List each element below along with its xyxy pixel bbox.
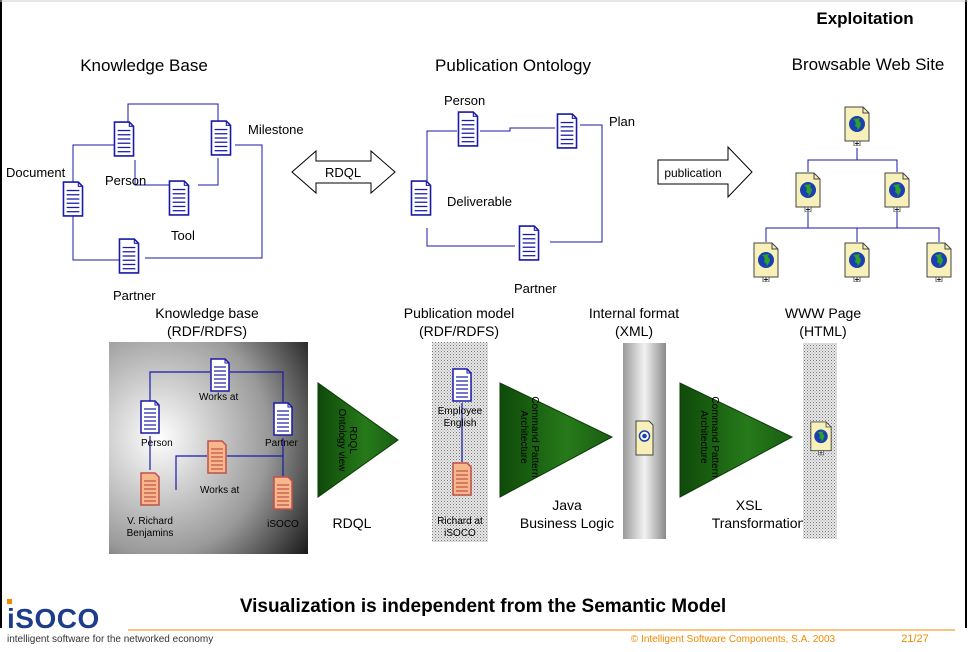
pub-model-employee-line1: Employee <box>438 406 483 417</box>
kb-node-document: Document <box>6 165 66 180</box>
website-page-icon <box>795 172 821 212</box>
kb-panel-person-doc-icon <box>140 400 160 434</box>
triangle3-text: Architecture Command Pattern <box>698 396 720 477</box>
website-page-icon <box>844 242 870 282</box>
triangle2-line1: Architecture <box>518 410 529 464</box>
kb-panel-title-line1: Knowledge base <box>155 305 259 321</box>
ontology-node-person: Person <box>444 93 485 108</box>
website-tree-edges <box>765 148 940 242</box>
slide-heading: Exploitation <box>816 9 913 28</box>
kb-node-milestone: Milestone <box>248 122 304 137</box>
triangle1-below-label: RDQL <box>333 515 372 531</box>
kb-title: Knowledge Base <box>80 56 208 75</box>
pub-model-employee-line2: English <box>444 418 477 429</box>
pub-model-title-line1: Publication model <box>404 305 515 321</box>
kb-panel-richard-instance-icon <box>140 472 160 506</box>
rdql-arrow-label: RDQL <box>325 165 361 180</box>
triangle2-line2: Command Pattern <box>529 396 540 477</box>
publication-arrow-label: publication <box>664 166 721 180</box>
pub-model-employee-doc-icon <box>452 368 472 402</box>
ontology-node-partner: Partner <box>514 281 557 296</box>
footer-page-number: 21/27 <box>901 633 929 645</box>
slide-caption: Visualization is independent from the Se… <box>240 596 726 617</box>
xml-document-icon <box>635 420 654 456</box>
ontology-graph-edges <box>426 124 603 247</box>
kb-panel-richard-label-line1: V. Richard <box>127 516 173 527</box>
triangle1-text: Ontology view RDQL <box>336 409 358 473</box>
publication-arrow <box>657 145 753 199</box>
kb-document-doc-icon <box>62 181 84 217</box>
kb-panel-works-at-label: Works at <box>199 392 238 403</box>
footer-tagline: intelligent software for the networked e… <box>7 634 213 645</box>
ontology-node-plan: Plan <box>609 114 635 129</box>
kb-node-person: Person <box>105 173 146 188</box>
website-title: Browsable Web Site <box>792 55 945 74</box>
kb-node-partner: Partner <box>113 288 156 303</box>
xsl-triangle <box>679 382 794 498</box>
ontology-title: Publication Ontology <box>435 56 591 75</box>
ontology-partner-doc-icon <box>518 225 540 261</box>
website-page-icon <box>926 242 952 282</box>
kb-node-tool: Tool <box>171 228 195 243</box>
ontology-plan-doc-icon <box>556 113 578 149</box>
pub-model-title-line2: (RDF/RDFS) <box>419 323 499 339</box>
pub-model-richard-line2: iSOCO <box>444 528 476 539</box>
kb-graph-edges <box>72 103 263 261</box>
internal-format-title-line1: Internal format <box>589 305 679 321</box>
website-page-icon <box>753 242 779 282</box>
kb-panel-richard-label-line2: Benjamins <box>127 528 174 539</box>
kb-panel-works-at-doc-icon <box>210 358 230 392</box>
www-page-title-line2: (HTML) <box>799 323 846 339</box>
kb-person-doc-icon <box>113 121 135 157</box>
pub-model-richard-line1: Richard at <box>437 516 483 527</box>
kb-partner-doc-icon <box>118 238 140 274</box>
ontology-person-doc-icon <box>457 111 479 147</box>
triangle2-below-line1: Java <box>552 497 582 513</box>
triangle3-below-line1: XSL <box>736 497 763 513</box>
isoco-logo: iSOCO <box>7 603 100 634</box>
rdql-double-arrow <box>291 149 396 195</box>
internal-format-title-line2: (XML) <box>615 323 653 339</box>
www-page-doc-icon <box>810 421 832 456</box>
footer-copyright: © Intelligent Software Components, S.A. … <box>631 634 836 645</box>
pub-model-richard-doc-icon <box>452 462 472 496</box>
website-root-page-icon <box>844 106 870 146</box>
triangle3-line1: Architecture <box>698 410 709 464</box>
kb-panel-partner-label: Partner <box>265 438 298 449</box>
isoco-logo-dot <box>7 599 12 604</box>
kb-tool-doc-icon <box>168 180 190 216</box>
triangle3-line2: Command Pattern <box>709 396 720 477</box>
website-page-icon <box>884 172 910 212</box>
kb-panel-works-at-instance-icon <box>207 440 227 474</box>
www-page-title-line1: WWW Page <box>785 305 861 321</box>
kb-panel-works-at-instance-label: Works at <box>200 485 239 496</box>
kb-panel-title-line2: (RDF/RDFS) <box>167 323 247 339</box>
triangle1-line2: RDQL <box>347 426 358 454</box>
triangle2-below-line2: Business Logic <box>520 515 614 531</box>
business-logic-triangle <box>499 382 614 498</box>
kb-panel-partner-doc-icon <box>273 402 293 436</box>
ontology-node-deliverable: Deliverable <box>447 194 512 209</box>
kb-panel-isoco-label: iSOCO <box>267 519 299 530</box>
ontology-view-triangle <box>317 382 399 498</box>
kb-milestone-doc-icon <box>210 120 232 156</box>
kb-panel-isoco-instance-icon <box>273 476 293 510</box>
ontology-deliverable-doc-icon <box>410 180 432 216</box>
triangle3-below-line2: Transformations <box>712 515 813 531</box>
kb-panel-edges <box>149 371 284 490</box>
triangle2-text: Architecture Command Pattern <box>518 396 540 477</box>
kb-panel-person-label: Person <box>141 438 173 449</box>
triangle1-line1: Ontology view <box>336 409 347 473</box>
